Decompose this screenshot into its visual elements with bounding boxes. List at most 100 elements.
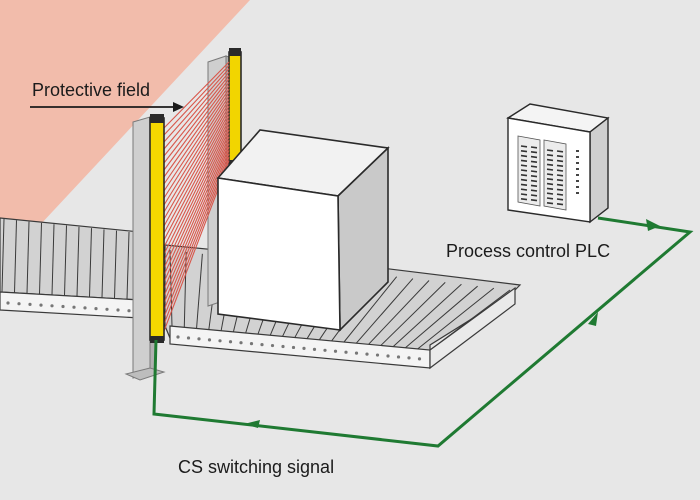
process-control-plc-label: Process control PLC: [446, 241, 610, 261]
wire-arrow-1: [244, 420, 260, 428]
light-beam: [163, 146, 230, 304]
roller: [380, 282, 446, 346]
protective-field-area: [0, 0, 250, 225]
plc-led: [576, 174, 579, 176]
rail-hole: [344, 350, 348, 354]
roller: [343, 276, 398, 343]
plc-slot: [546, 192, 554, 195]
plc-cabinet-icon: [506, 103, 610, 224]
rail-hole: [375, 353, 380, 357]
light-beam: [163, 82, 230, 171]
plc-slot: [520, 183, 528, 186]
roller: [101, 229, 105, 298]
plc-slot: [546, 197, 554, 200]
rail-hole: [281, 344, 285, 349]
plc-slot: [520, 174, 528, 177]
plc-slot: [556, 169, 564, 172]
light-beam: [163, 102, 230, 213]
roller: [76, 226, 80, 297]
light-beam: [163, 109, 230, 227]
rail-hole: [417, 357, 422, 361]
rail-hole: [354, 351, 359, 355]
light-beam: [163, 105, 230, 220]
plc-slot: [530, 184, 538, 187]
plc-slot: [520, 193, 528, 196]
plc-slot: [546, 202, 554, 205]
plc-slot: [530, 199, 538, 202]
rail-hole: [312, 347, 317, 351]
light-beam: [163, 133, 230, 276]
cs-signal-wire: [152, 216, 694, 448]
rail-hole: [249, 342, 254, 346]
light-beam: [163, 99, 230, 206]
rail-hole: [116, 308, 120, 312]
plc-slot: [546, 187, 554, 190]
plc-slot: [530, 155, 538, 159]
cs-switching-signal-label: CS switching signal: [178, 457, 334, 477]
light-beam: [163, 129, 230, 269]
roller: [89, 228, 92, 297]
plc-led: [576, 150, 579, 152]
wire-arrow-3: [646, 219, 660, 231]
plc-slot: [520, 154, 528, 158]
roller: [26, 221, 30, 294]
plc-slot: [520, 198, 528, 201]
plc-led: [576, 180, 579, 182]
plc-slot: [546, 158, 554, 162]
plc-slot: [546, 182, 554, 186]
light-beam: [163, 139, 230, 290]
roller: [196, 253, 203, 329]
rail-hole: [50, 304, 54, 308]
roller: [368, 280, 430, 345]
rail-hole: [386, 354, 390, 358]
roller: [126, 231, 130, 300]
plc-slot: [530, 175, 538, 178]
rail-hole: [186, 336, 191, 340]
rail-hole: [207, 338, 212, 342]
rail-hole: [72, 305, 76, 309]
light-beam: [163, 75, 230, 157]
roller: [51, 224, 55, 295]
plc-slot: [520, 169, 528, 172]
roller: [355, 278, 414, 344]
light-beam: [163, 116, 230, 241]
plc-led: [576, 168, 579, 170]
rail-hole: [260, 343, 264, 347]
plc-slot: [530, 151, 538, 154]
plc-slot: [546, 168, 554, 171]
arrow-right-icon: [30, 102, 184, 112]
light-beam: [163, 78, 230, 164]
roller: [392, 283, 462, 347]
rail-hole: [61, 304, 65, 309]
roller: [39, 222, 42, 295]
plc-slot: [556, 155, 564, 158]
rail-hole: [28, 302, 32, 306]
wire-arrow-2: [588, 312, 598, 326]
light-beam: [163, 122, 230, 255]
plc-slot: [546, 154, 554, 157]
plc-slot: [556, 174, 564, 177]
plc-slot: [556, 164, 564, 167]
plc-slot: [530, 170, 538, 173]
light-beam: [163, 112, 230, 234]
light-beam: [163, 119, 230, 248]
light-beam: [163, 126, 230, 262]
light-beam: [163, 65, 230, 136]
light-beam: [163, 68, 230, 143]
plc-slot: [520, 159, 528, 162]
protective-field-label: Protective field: [32, 80, 150, 100]
rail-hole: [365, 352, 369, 356]
plc-slot: [520, 145, 528, 148]
rail-hole: [270, 343, 275, 348]
plc-slot: [556, 203, 564, 206]
plc-slot: [520, 188, 528, 191]
plc-led: [576, 192, 579, 194]
rail-hole: [302, 346, 306, 350]
rail-hole: [333, 349, 338, 353]
rail-hole: [197, 337, 201, 341]
plc-slot: [530, 189, 538, 192]
plc-slot: [556, 198, 564, 201]
rail-hole: [291, 345, 296, 350]
roller: [169, 249, 173, 327]
